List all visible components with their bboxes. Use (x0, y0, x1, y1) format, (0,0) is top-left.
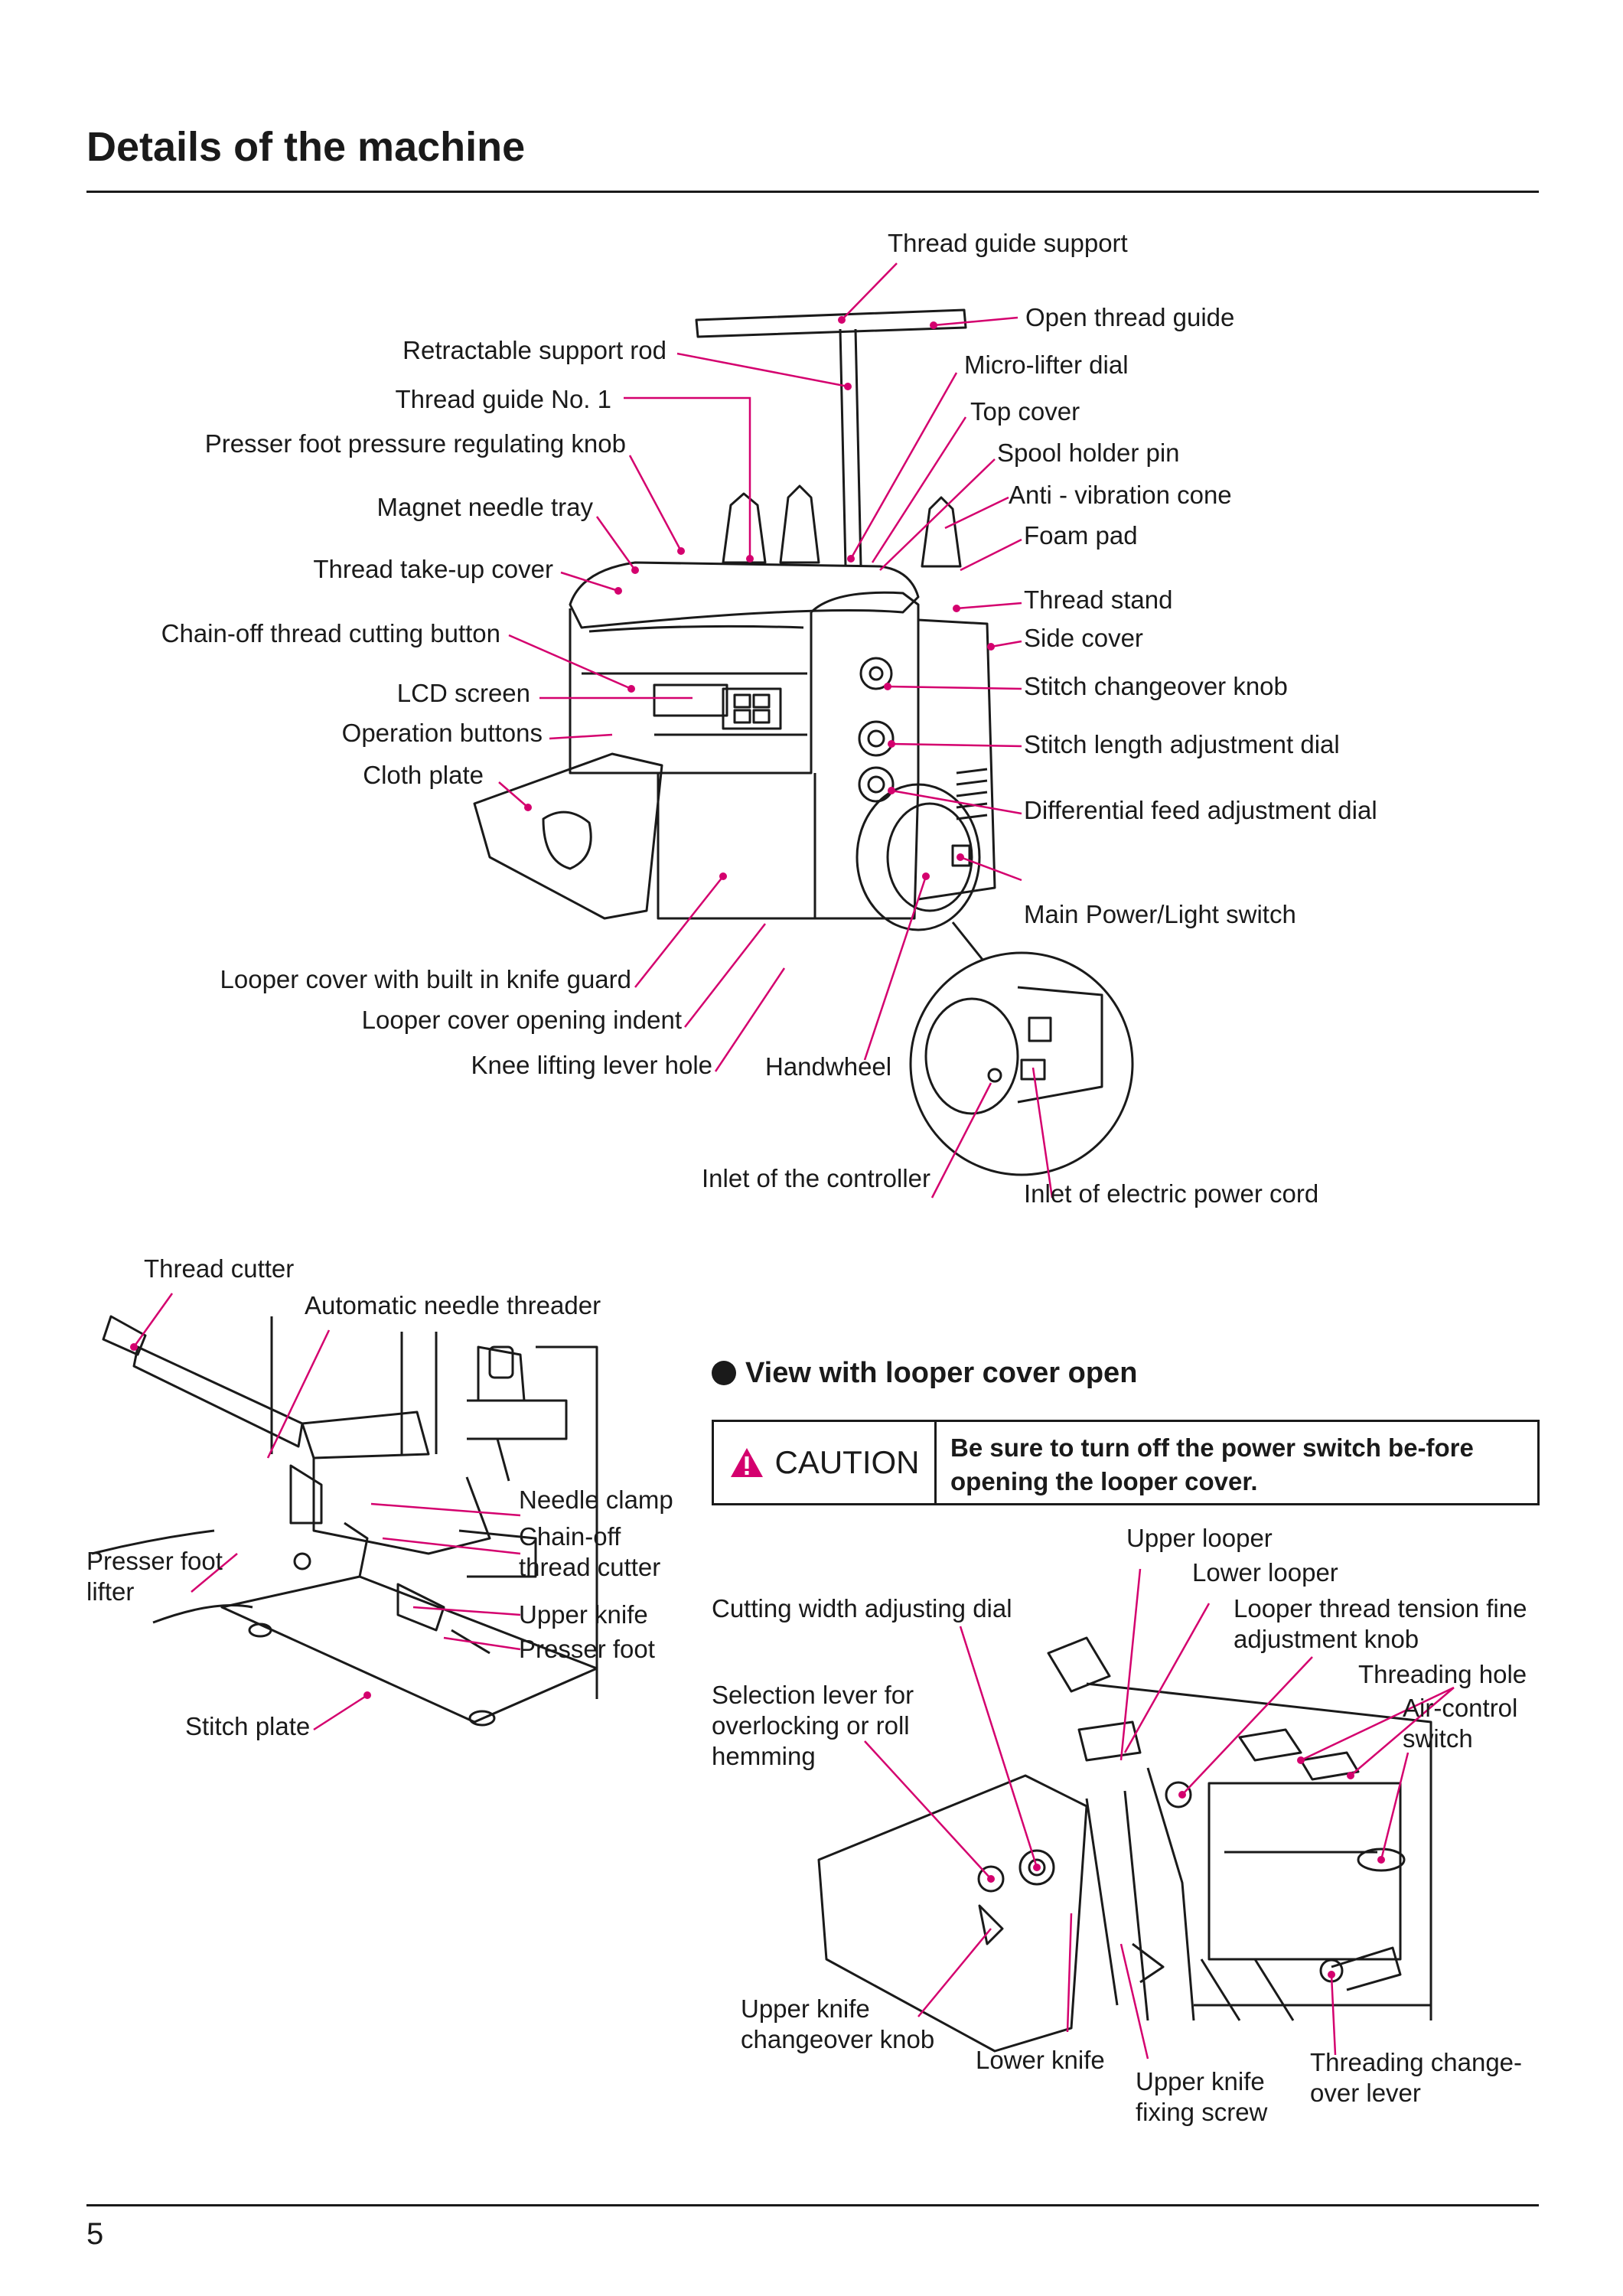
label-magnet-needle-tray: Magnet needle tray (376, 493, 593, 521)
footer-rule (86, 2204, 1539, 2206)
needle-area-drawing (91, 1315, 598, 1727)
looper-drawing (817, 1636, 1432, 2053)
looper-section-title: View with looper cover open (712, 1356, 1137, 1390)
label-upper-knife-fixing-screw: Upper knife fixing screw (1136, 2067, 1268, 2126)
caution-label: CAUTION (774, 1444, 920, 1480)
label-stitch-plate: Stitch plate (185, 1712, 311, 1740)
caution-box: CAUTION Be sure to turn off the power sw… (712, 1420, 1540, 1505)
label-cloth-plate: Cloth plate (363, 761, 484, 789)
main-machine-drawing (473, 308, 1134, 1176)
label-inlet-controller: Inlet of the controller (702, 1164, 930, 1192)
label-handwheel: Handwheel (765, 1052, 892, 1081)
label-differential-feed-dial: Differential feed adjustment dial (1024, 796, 1377, 824)
caution-label-cell: CAUTION (714, 1422, 937, 1503)
label-foam-pad: Foam pad (1024, 521, 1138, 550)
page-number: 5 (86, 2217, 104, 2251)
header-rule (86, 191, 1539, 193)
label-upper-looper: Upper looper (1126, 1524, 1273, 1552)
label-chain-off-button: Chain-off thread cutting button (161, 619, 500, 647)
label-stitch-changeover-knob: Stitch changeover knob (1024, 672, 1288, 700)
label-thread-take-up-cover: Thread take-up cover (313, 555, 553, 583)
label-main-power-switch: Main Power/Light switch (1024, 900, 1296, 928)
label-presser-foot-lifter: Presser foot lifter (86, 1547, 223, 1606)
label-spool-holder-pin: Spool holder pin (997, 439, 1180, 467)
label-upper-knife-changeover: Upper knife changeover knob (741, 1994, 935, 2053)
label-thread-stand: Thread stand (1024, 585, 1173, 614)
label-threading-changeover-lever: Threading change-over lever (1310, 2048, 1523, 2107)
label-operation-buttons: Operation buttons (341, 719, 543, 747)
label-thread-cutter: Thread cutter (144, 1254, 295, 1283)
label-needle-clamp: Needle clamp (519, 1486, 673, 1514)
label-upper-knife: Upper knife (519, 1600, 648, 1629)
label-chain-off-thread-cutter: Chain-off thread cutter (519, 1522, 661, 1581)
label-looper-tension-knob: Looper thread tension fine adjustment kn… (1234, 1594, 1527, 1653)
label-lcd-screen: LCD screen (396, 679, 530, 707)
label-lower-knife: Lower knife (976, 2046, 1105, 2074)
leader-lines (132, 263, 1455, 2060)
label-knee-lever-hole: Knee lifting lever hole (471, 1051, 712, 1079)
bullet-icon (712, 1361, 736, 1385)
label-auto-needle-threader: Automatic needle threader (305, 1291, 601, 1319)
label-thread-guide-no1: Thread guide No. 1 (395, 385, 611, 413)
label-lower-looper: Lower looper (1192, 1558, 1338, 1587)
label-threading-hole: Threading hole (1358, 1660, 1527, 1688)
label-stitch-length-dial: Stitch length adjustment dial (1024, 730, 1340, 758)
caution-text: Be sure to turn off the power switch be-… (950, 1433, 1474, 1495)
label-top-cover: Top cover (970, 397, 1080, 426)
label-side-cover: Side cover (1024, 624, 1143, 652)
label-looper-cover-indent: Looper cover opening indent (361, 1006, 682, 1034)
label-air-control-switch: Air-control switch (1403, 1694, 1518, 1753)
label-retractable-support-rod: Retractable support rod (402, 336, 666, 364)
warning-triangle-icon (730, 1448, 763, 1477)
label-anti-vibration-cone: Anti - vibration cone (1009, 481, 1232, 509)
page-title: Details of the machine (86, 124, 526, 170)
label-looper-cover: Looper cover with built in knife guard (220, 965, 631, 993)
label-selection-lever: Selection lever for overlocking or roll … (712, 1681, 914, 1770)
label-thread-guide-support: Thread guide support (888, 229, 1128, 257)
label-micro-lifter-dial: Micro-lifter dial (964, 351, 1129, 379)
label-presser-foot: Presser foot (519, 1635, 655, 1663)
label-cutting-width-dial: Cutting width adjusting dial (712, 1594, 1012, 1623)
label-open-thread-guide: Open thread guide (1025, 303, 1235, 331)
label-presser-foot-pressure-knob: Presser foot pressure regulating knob (204, 429, 626, 458)
leader-dots (130, 316, 1385, 1978)
label-inlet-power-cord: Inlet of electric power cord (1024, 1179, 1319, 1208)
